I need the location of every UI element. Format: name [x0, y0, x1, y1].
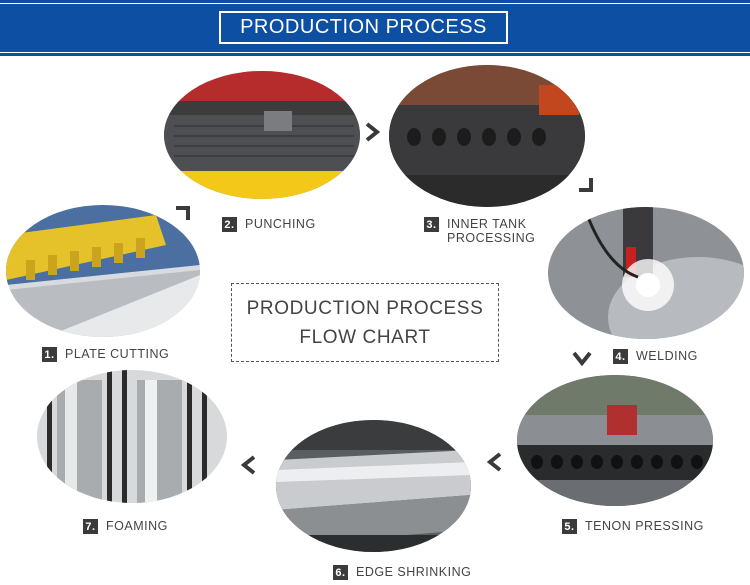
step-label: PLATE CUTTING — [65, 347, 170, 361]
step-label: INNER TANK PROCESSING — [447, 217, 535, 245]
banner-bottom-rule — [0, 52, 750, 53]
step-label: PUNCHING — [245, 217, 316, 231]
step-number: 6. — [333, 565, 348, 580]
step-tenon-pressing: 5. TENON PRESSING — [562, 519, 704, 534]
step-inner-tank-processing: 3. INNER TANK PROCESSING — [424, 217, 535, 245]
step-plate-cutting: 1. PLATE CUTTING — [42, 347, 169, 362]
flow-chart-title-line1: PRODUCTION PROCESS — [246, 297, 484, 319]
foaming-photo — [37, 370, 227, 503]
edge-shrinking-photo — [276, 420, 471, 552]
step-edge-shrinking: 6. EDGE SHRINKING — [333, 565, 471, 580]
arrow-left-icon — [240, 455, 256, 475]
step-number: 5. — [562, 519, 577, 534]
inner-tank-processing-photo — [389, 65, 585, 207]
arrow-down-right-icon — [579, 178, 593, 192]
step-label: WELDING — [636, 349, 698, 363]
step-number: 4. — [613, 349, 628, 364]
step-number: 2. — [222, 217, 237, 232]
step-foaming: 7. FOAMING — [83, 519, 168, 534]
step-label: FOAMING — [106, 519, 168, 533]
step-label-line1: INNER TANK — [447, 217, 527, 231]
step-label-line2: PROCESSING — [447, 231, 536, 245]
step-number: 3. — [424, 217, 439, 232]
arrow-left-icon — [486, 452, 502, 472]
tenon-pressing-photo — [517, 375, 713, 506]
flow-chart-title-line2: FLOW CHART — [299, 326, 431, 348]
page-title: PRODUCTION PROCESS — [219, 11, 508, 44]
welding-photo — [548, 207, 744, 339]
step-number: 1. — [42, 347, 57, 362]
header-banner: PRODUCTION PROCESS — [0, 0, 750, 56]
step-label: TENON PRESSING — [585, 519, 704, 533]
step-welding: 4. WELDING — [613, 349, 698, 364]
arrow-down-icon — [572, 351, 592, 367]
plate-cutting-photo — [6, 205, 200, 337]
punching-photo — [164, 71, 360, 199]
arrow-right-icon — [365, 122, 381, 142]
flow-chart-title-box: PRODUCTION PROCESS FLOW CHART — [231, 283, 499, 362]
banner-top-rule — [0, 3, 750, 4]
step-punching: 2. PUNCHING — [222, 217, 316, 232]
step-number: 7. — [83, 519, 98, 534]
arrow-up-right-icon — [176, 206, 190, 220]
step-label: EDGE SHRINKING — [356, 565, 472, 579]
